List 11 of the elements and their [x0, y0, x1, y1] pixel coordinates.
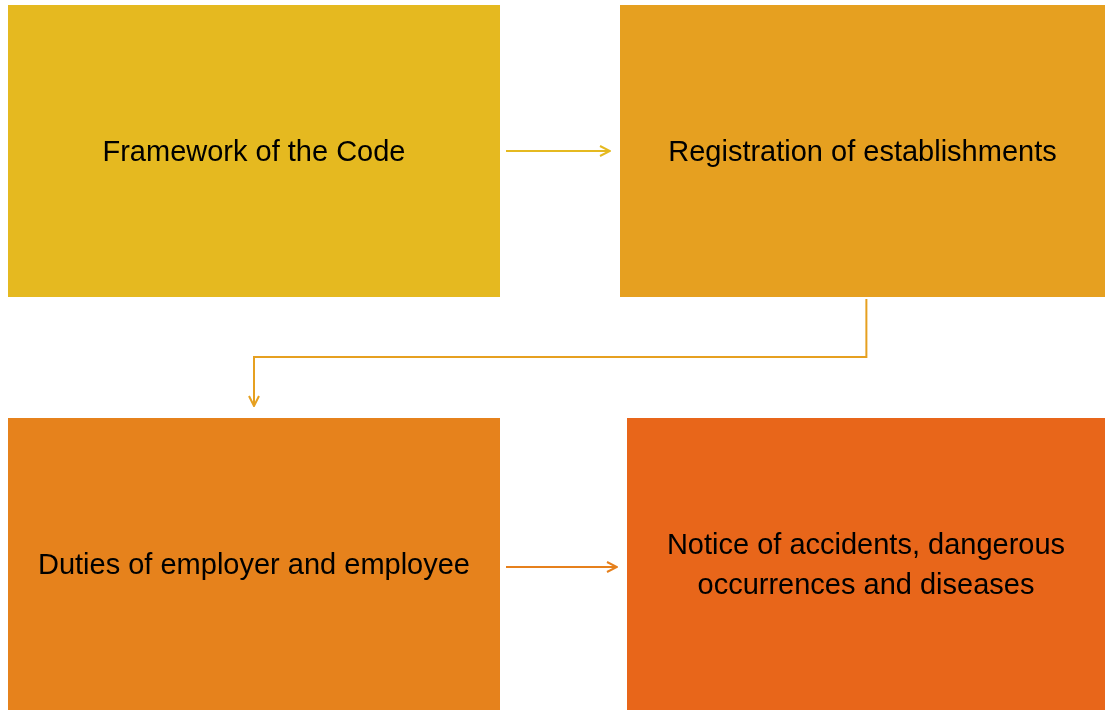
arrow [505, 145, 611, 157]
box-label: Framework of the Code [102, 134, 406, 169]
box-label: Registration of establishments [668, 134, 1057, 169]
box-label: Notice of accidents, dangerous occurrences and diseases [665, 527, 1067, 602]
box-label: Duties of employer and employee [38, 547, 470, 582]
process-box [620, 5, 1105, 297]
arrow [505, 561, 618, 573]
arrow [248, 298, 868, 407]
process-box [8, 5, 500, 297]
process-box [627, 418, 1105, 710]
process-box [8, 418, 500, 710]
